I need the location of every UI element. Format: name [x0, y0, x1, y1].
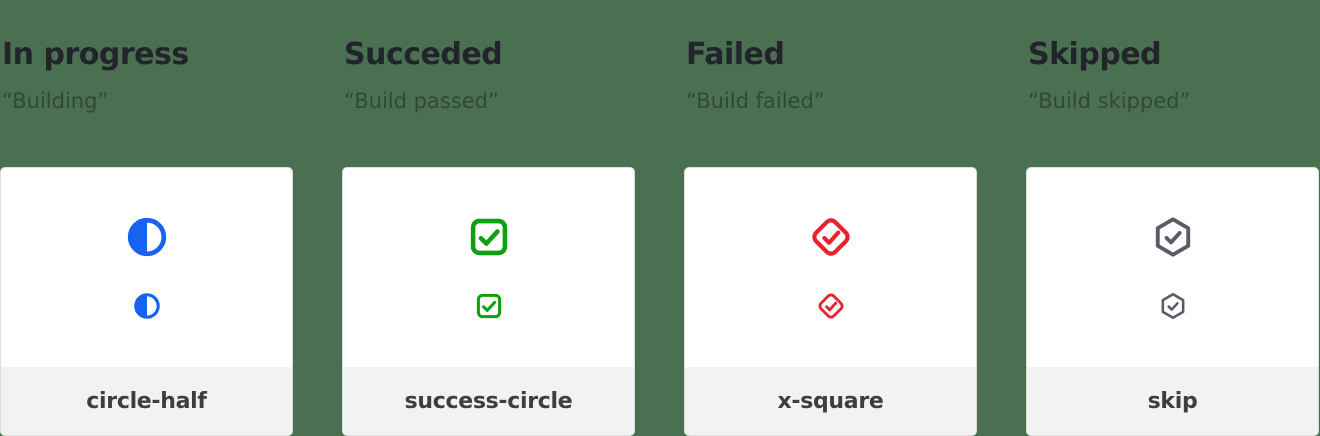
check-diamond-icon-large	[810, 216, 852, 258]
column-title: Failed	[686, 37, 785, 72]
column-title: In progress	[2, 37, 189, 72]
icon-name-label: skip	[1147, 388, 1198, 414]
check-hexagon-icon-small	[1159, 292, 1187, 320]
icon-preview-card: circle-half	[0, 167, 293, 436]
icon-name-label: success-circle	[404, 388, 573, 414]
icon-name-footer: success-circle	[343, 367, 634, 435]
icon-preview-card: success-circle	[342, 167, 635, 436]
column-subtitle: “Build failed”	[686, 89, 825, 113]
icon-preview-card: skip	[1026, 167, 1319, 436]
icon-name-label: x-square	[777, 388, 884, 414]
status-column-in-progress: In progress “Building” circle-	[0, 0, 293, 436]
circle-half-icon-large	[126, 216, 168, 258]
icon-name-label: circle-half	[86, 388, 207, 414]
status-column-failed: Failed “Build failed”	[684, 0, 977, 436]
icon-name-footer: circle-half	[1, 367, 292, 435]
icon-name-footer: skip	[1027, 367, 1318, 435]
column-title: Skipped	[1028, 37, 1162, 72]
column-subtitle: “Build skipped”	[1028, 89, 1191, 113]
check-diamond-icon-small	[817, 292, 845, 320]
column-title: Succeded	[344, 37, 503, 72]
icon-name-footer: x-square	[685, 367, 976, 435]
check-square-icon-small	[475, 292, 503, 320]
circle-half-icon-small	[133, 292, 161, 320]
check-square-icon-large	[468, 216, 510, 258]
icon-preview-card: x-square	[684, 167, 977, 436]
check-hexagon-icon-large	[1152, 216, 1194, 258]
status-column-succeded: Succeded “Build passed” succes	[342, 0, 635, 436]
status-column-skipped: Skipped “Build skipped” skip	[1026, 0, 1319, 436]
column-subtitle: “Building”	[2, 89, 109, 113]
column-subtitle: “Build passed”	[344, 89, 499, 113]
